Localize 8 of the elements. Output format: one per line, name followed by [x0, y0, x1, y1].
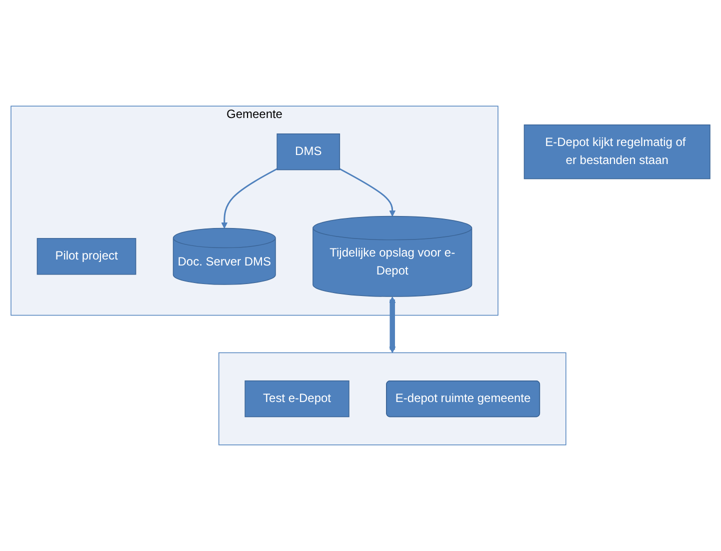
arrow — [221, 168, 278, 229]
node-box: Pilot project — [36, 238, 136, 275]
node-box: Test e-Depot — [244, 380, 350, 418]
node-box: E-Depot kijkt regelmatig of er bestanden staan — [524, 124, 710, 180]
node-box: DMS — [276, 133, 340, 170]
cluster — [218, 352, 566, 446]
arrow — [339, 168, 396, 217]
arrow — [389, 296, 396, 354]
